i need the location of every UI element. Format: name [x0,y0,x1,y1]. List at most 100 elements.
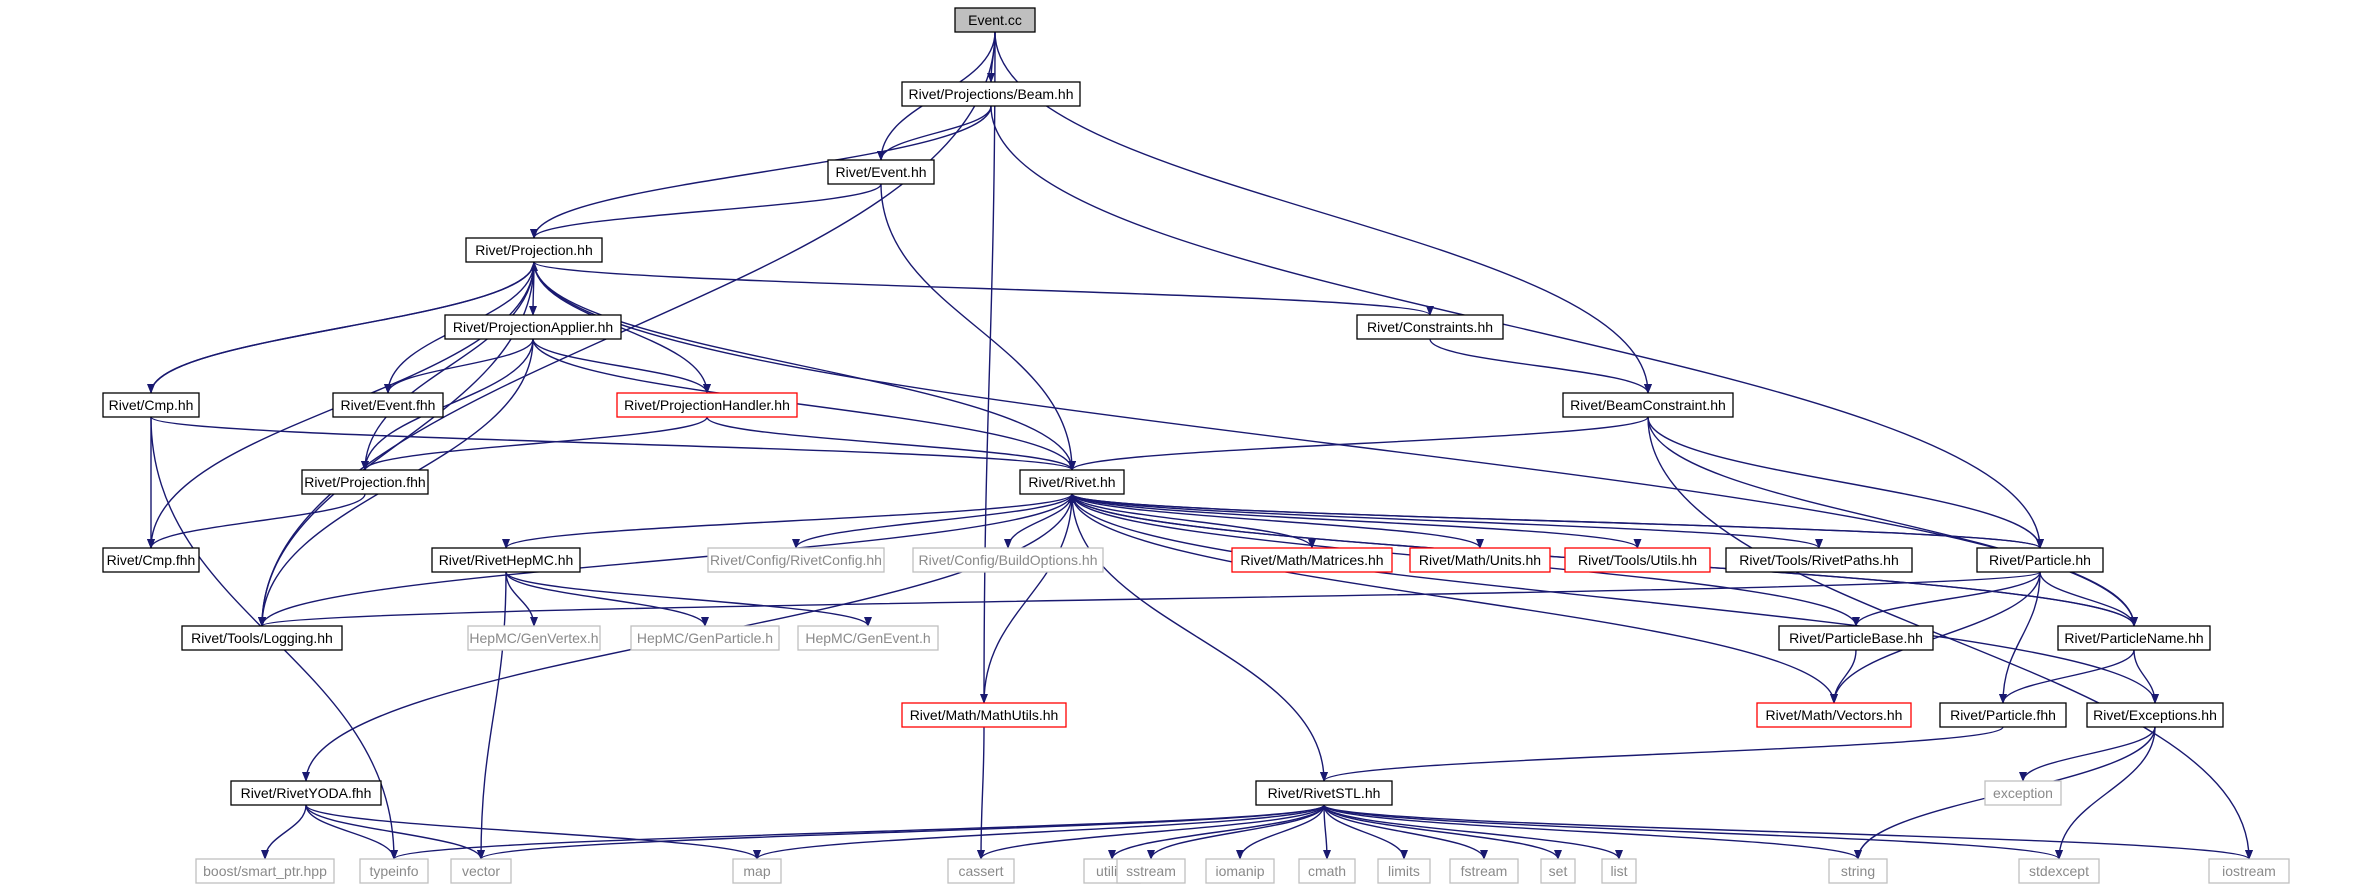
edge-particle_hh-to-vectors_hh [1830,571,2041,704]
node-constraints-hh[interactable]: Rivet/Constraints.hh [1356,314,1504,340]
node-box [1377,858,1431,884]
node-box [230,780,382,806]
node-event-fhh[interactable]: Rivet/Event.fhh [332,392,444,418]
node-label: Rivet/Tools/Logging.hh [191,630,333,646]
node-sstream[interactable]: sstream [1116,858,1186,884]
node-label: fstream [1461,863,1508,879]
node-label: vector [462,863,500,879]
node-logging-hh[interactable]: Rivet/Tools/Logging.hh [181,625,343,651]
node-buildoptions-hh[interactable]: Rivet/Config/BuildOptions.hh [912,547,1104,573]
edge-rivetyoda_fhh-to-typeinfo [305,804,398,860]
node-label: Rivet/RivetHepMC.hh [439,552,574,568]
node-fstream[interactable]: fstream [1449,858,1519,884]
node-projhandler-hh[interactable]: Rivet/ProjectionHandler.hh [616,392,798,418]
node-genvertex-h[interactable]: HepMC/GenVertex.h [467,625,601,651]
node-typeinfo[interactable]: typeinfo [359,858,429,884]
node-rivet-hh[interactable]: Rivet/Rivet.hh [1019,469,1125,495]
node-string[interactable]: string [1828,858,1888,884]
node-label: Rivet/Cmp.hh [109,397,194,413]
node-event-cc[interactable]: Event.cc [954,7,1036,33]
node-projapplier-hh[interactable]: Rivet/ProjectionApplier.hh [444,314,622,340]
node-label: sstream [1126,863,1176,879]
node-matrices-hh[interactable]: Rivet/Math/Matrices.hh [1231,547,1393,573]
node-label: list [1610,863,1627,879]
node-smart-ptr[interactable]: boost/smart_ptr.hpp [195,858,335,884]
node-set[interactable]: set [1540,858,1576,884]
edge-rivetyoda_fhh-to-map [305,804,761,860]
node-box [1828,858,1888,884]
node-cmath[interactable]: cmath [1298,858,1356,884]
node-label: Rivet/Particle.fhh [1950,707,2056,723]
node-label: Rivet/Projection.hh [475,242,593,258]
node-stdexcept[interactable]: stdexcept [2018,858,2100,884]
edge-projapplier_hh-to-rivet_hh [532,338,1076,471]
edge-event_cc-to-mathutils_hh [980,31,996,704]
node-iomanip[interactable]: iomanip [1205,858,1275,884]
node-rivetpaths-hh[interactable]: Rivet/Tools/RivetPaths.hh [1725,547,1913,573]
node-box [1116,858,1186,884]
node-box [181,625,343,651]
node-particle-hh[interactable]: Rivet/Particle.hh [1976,547,2104,573]
node-genparticle-h[interactable]: HepMC/GenParticle.h [630,625,780,651]
node-exceptions-hh[interactable]: Rivet/Exceptions.hh [2086,702,2224,728]
edge-rivet_hh-to-rivetpaths_hh [1071,493,1823,549]
node-box [1356,314,1504,340]
node-label: Rivet/Tools/RivetPaths.hh [1739,552,1899,568]
node-particlename-hh[interactable]: Rivet/ParticleName.hh [2057,625,2211,651]
node-map[interactable]: map [732,858,782,884]
node-vector[interactable]: vector [450,858,512,884]
node-label: Rivet/Constraints.hh [1367,319,1493,335]
edge-rivet_hh-to-rivetconfig_hh [792,493,1073,549]
node-label: Rivet/Tools/Utils.hh [1578,552,1697,568]
node-iostream[interactable]: iostream [2208,858,2290,884]
edge-projapplier_hh-to-event_fhh [384,338,534,394]
node-label: Rivet/Exceptions.hh [2093,707,2217,723]
node-cassert[interactable]: cassert [947,858,1015,884]
node-exception[interactable]: exception [1984,780,2062,806]
node-box [1984,780,2062,806]
edge-projection_hh-to-projection_fhh [361,261,535,471]
node-rivetstl-hh[interactable]: Rivet/RivetSTL.hh [1255,780,1393,806]
node-label: Rivet/ParticleBase.hh [1789,630,1923,646]
edge-rivetstl_hh-to-iomanip [1236,804,1325,860]
node-box [102,392,200,418]
node-label: Rivet/Math/Matrices.hh [1240,552,1383,568]
edge-beamconstraint_hh-to-particlename_hh [1647,416,2138,627]
edge-particlename_hh-to-particle_fhh [1999,649,2135,704]
node-event-hh[interactable]: Rivet/Event.hh [827,159,935,185]
edge-exceptions_hh-to-stdexcept [2055,726,2156,860]
node-box [444,314,622,340]
node-toolsutils-hh[interactable]: Rivet/Tools/Utils.hh [1564,547,1711,573]
node-rivethepmc-hh[interactable]: Rivet/RivetHepMC.hh [431,547,581,573]
node-label: Rivet/Projection.fhh [304,474,425,490]
node-cmp-hh[interactable]: Rivet/Cmp.hh [102,392,200,418]
edge-exceptions_hh-to-exception [2019,726,2156,782]
node-projection-fhh[interactable]: Rivet/Projection.fhh [301,469,429,495]
node-mathutils-hh[interactable]: Rivet/Math/MathUtils.hh [901,702,1067,728]
node-genevent-h[interactable]: HepMC/GenEvent.h [797,625,939,651]
node-box [616,392,798,418]
node-units-hh[interactable]: Rivet/Math/Units.hh [1409,547,1551,573]
node-limits[interactable]: limits [1377,858,1431,884]
edge-mathutils_hh-to-cassert [977,726,986,860]
edge-rivetstl_hh-to-map [753,804,1325,860]
edge-rivet_hh-to-logging_hh [258,493,1073,627]
edge-event_cc-to-logging_hh [258,31,996,627]
node-cmp-fhh[interactable]: Rivet/Cmp.fhh [102,547,200,573]
node-label: Rivet/Math/Vectors.hh [1766,707,1903,723]
node-box [2208,858,2290,884]
node-list[interactable]: list [1601,858,1637,884]
node-beamconstraint-hh[interactable]: Rivet/BeamConstraint.hh [1562,392,1734,418]
edge-projhandler_hh-to-rivet_hh [706,416,1076,471]
node-particle-fhh[interactable]: Rivet/Particle.fhh [1939,702,2067,728]
node-rivetconfig-hh[interactable]: Rivet/Config/RivetConfig.hh [707,547,885,573]
edge-rivetstl_hh-to-set [1323,804,1562,860]
node-projection-hh[interactable]: Rivet/Projection.hh [465,237,603,263]
node-rivetyoda-fhh[interactable]: Rivet/RivetYODA.fhh [230,780,382,806]
node-box [465,237,603,263]
node-vectors-hh[interactable]: Rivet/Math/Vectors.hh [1756,702,1912,728]
node-particlebase-hh[interactable]: Rivet/ParticleBase.hh [1778,625,1934,651]
node-label: set [1549,863,1568,879]
node-beam-hh[interactable]: Rivet/Projections/Beam.hh [901,81,1081,107]
